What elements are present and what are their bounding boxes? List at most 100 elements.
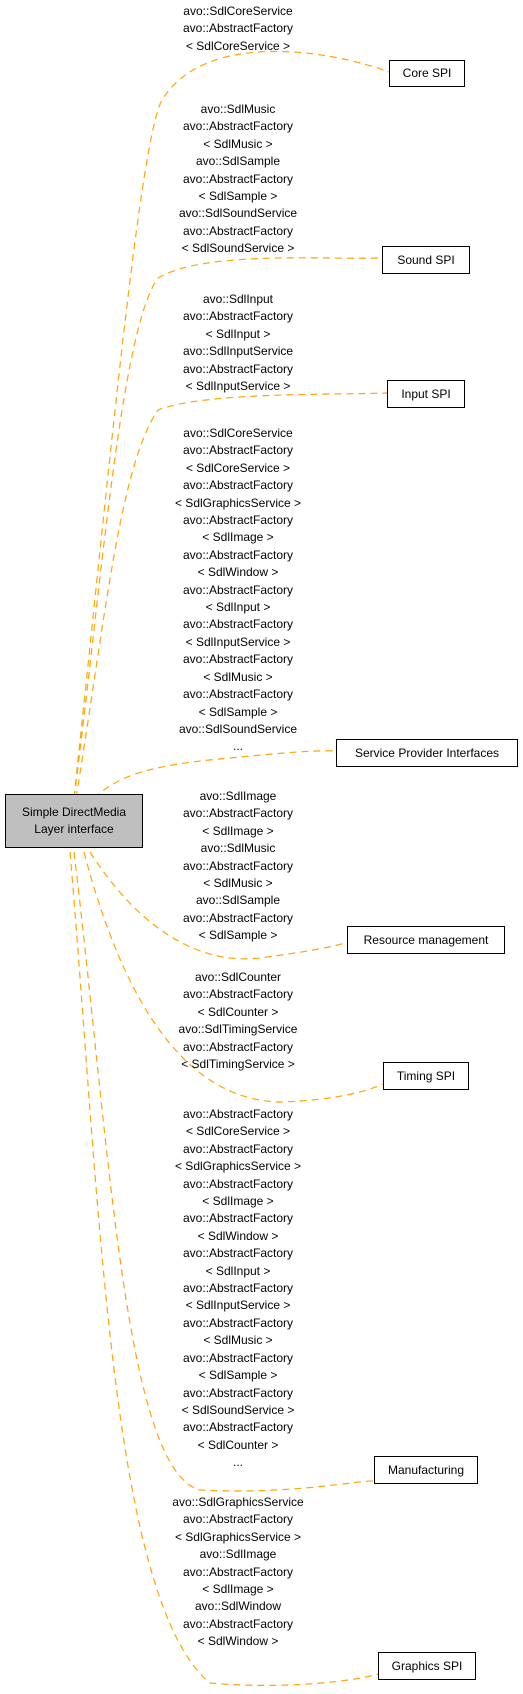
node-sound-spi[interactable]: Sound SPI [382,246,470,274]
center-node-line2: Layer interface [34,822,114,836]
edge-label-line: < SdlGraphicsService > [174,495,302,510]
edge-label-line: < SdlInputService > [185,634,291,649]
edge-label-line: < SdlMusic > [203,669,273,684]
edge-label-line: < SdlWindow > [197,565,279,580]
edge-label-line: < SdlTimingService > [181,1057,295,1072]
edge-label-line: avo::SdlCoreService [183,4,293,18]
edge-label-line: avo::AbstractFactory [182,119,294,134]
node-resource-management[interactable]: Resource management [347,926,505,954]
edge-label-line: avo::SdlTimingService [178,1022,298,1037]
node-timing-spi-label: Timing SPI [396,1068,456,1083]
node-graphics-spi[interactable]: Graphics SPI [378,1652,476,1680]
edge-label-line: avo::AbstractFactory [182,1350,294,1365]
edge-label-line: < SdlCoreService > [185,460,291,475]
edge-label-line: avo::AbstractFactory [182,1616,294,1631]
edge-label-line: avo::SdlCounter [194,970,282,984]
edge-label-line: < SdlCoreService > [185,1124,291,1139]
edge-label-line: avo::AbstractFactory [182,1039,294,1054]
edge-label-line: < SdlSoundService > [181,1402,295,1417]
edge-input-spi [75,392,388,799]
node-manufacturing[interactable]: Manufacturing [374,1456,478,1484]
edge-label-line: avo::AbstractFactory [182,223,294,238]
node-service-provider-interfaces[interactable]: Service Provider Interfaces [336,739,518,767]
node-simple-directmedia-layer-interface[interactable]: Simple DirectMedia Layer interface [5,794,143,848]
edge-label-line: < SdlImage > [202,1194,274,1209]
edge-label-line: avo::AbstractFactory [182,443,294,458]
edge-label-line: avo::SdlMusic [200,841,276,856]
edge-label-line: < SdlInput > [205,600,271,615]
edge-label-line: avo::AbstractFactory [182,617,294,632]
edge-label-line: < SdlInputService > [185,379,291,394]
edge-label-line: avo::AbstractFactory [182,1107,294,1121]
edge-label-line: < SdlSoundService > [181,241,295,256]
edge-label-line: avo::AbstractFactory [182,1176,294,1191]
edge-label-line: avo::AbstractFactory [182,1141,294,1156]
edge-label-line: < SdlMusic > [203,876,273,891]
edge-label-line: avo::AbstractFactory [182,1246,294,1261]
edge-label-line: < SdlImage > [202,530,274,545]
edge-sound-spi [73,257,383,799]
edge-label-line: avo::SdlSample [195,154,281,169]
edge-label-line: avo::AbstractFactory [182,547,294,562]
edge-label-line: < SdlGraphicsService > [174,1529,302,1544]
edge-label-line: avo::AbstractFactory [182,1281,294,1296]
edge-label-line: avo::SdlInputService [182,344,294,359]
node-timing-spi[interactable]: Timing SPI [383,1062,469,1090]
edge-label-line: < SdlInputService > [185,1298,291,1313]
edge-label-line: ... [232,739,243,754]
edge-service-provider-interfaces [93,750,337,799]
edge-label-line: < SdlCoreService > [185,38,291,53]
edge-label-line: < SdlMusic > [203,1333,273,1348]
edge-label-line: < SdlSample > [198,928,278,943]
edge-label-line: avo::AbstractFactory [182,1420,294,1435]
edge-label-line: avo::AbstractFactory [182,910,294,925]
node-service-provider-interfaces-label: Service Provider Interfaces [354,745,500,760]
node-core-spi[interactable]: Core SPI [389,60,465,87]
node-input-spi[interactable]: Input SPI [387,380,465,408]
edge-label-line: avo::SdlSoundService [178,721,298,736]
edge-label-line: ... [232,1455,243,1470]
edge-label-line: avo::SdlSoundService [178,206,298,221]
edge-label-line: avo::AbstractFactory [182,1512,294,1527]
edge-resource-management [89,851,348,960]
edge-label-line: avo::AbstractFactory [182,21,294,36]
edge-label-line: < SdlCounter > [197,1004,279,1019]
edge-label-line: < SdlSample > [198,189,278,204]
edge-label-line: avo::AbstractFactory [182,478,294,493]
edge-label-line: avo::SdlImage [199,1547,277,1562]
node-sound-spi-label: Sound SPI [397,252,455,267]
edge-label-line: avo::SdlSample [195,893,281,908]
edge-label-line: avo::AbstractFactory [182,806,294,821]
edge-label-line: avo::SdlGraphicsService [172,1495,304,1509]
edge-label-line: < SdlImage > [202,1582,274,1597]
edge-label-line: avo::AbstractFactory [182,1385,294,1400]
edge-label-line: avo::AbstractFactory [182,1211,294,1226]
edge-label-line: avo::AbstractFactory [182,687,294,702]
edge-label-line: avo::AbstractFactory [182,513,294,528]
edge-label-line: < SdlSample > [198,1368,278,1383]
node-core-spi-label: Core SPI [402,66,452,80]
edge-label-line: avo::AbstractFactory [182,858,294,873]
edge-label-line: avo::AbstractFactory [182,1564,294,1579]
edge-label-line: < SdlCounter > [197,1437,279,1452]
edge-label-line: < SdlGraphicsService > [174,1159,302,1174]
edge-label-line: < SdlInput > [205,326,271,341]
edge-label-line: avo::AbstractFactory [182,582,294,597]
edge-label-line: avo::SdlInput [202,292,274,306]
edge-label-line: avo::AbstractFactory [182,987,294,1002]
edge-label-line: avo::SdlImage [199,789,277,803]
edge-label-line: avo::SdlMusic [200,102,276,116]
edge-label-line: < SdlInput > [205,1263,271,1278]
edge-label-line: avo::AbstractFactory [182,309,294,324]
node-manufacturing-label: Manufacturing [387,1462,465,1477]
edge-label-line: < SdlWindow > [197,1228,279,1243]
edge-label-line: < SdlImage > [202,823,274,838]
edge-label-line: avo::AbstractFactory [182,361,294,376]
edge-core-spi [73,50,390,799]
